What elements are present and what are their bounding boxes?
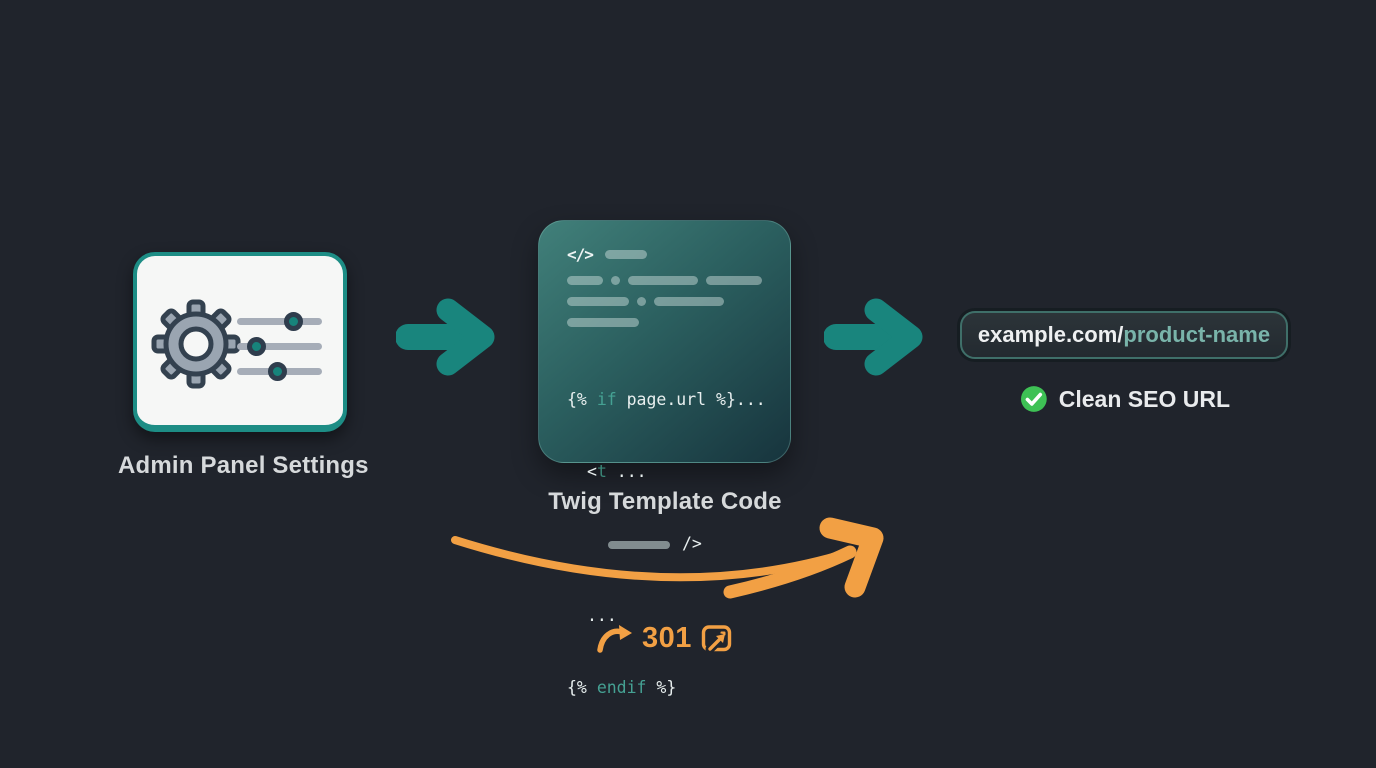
code-line: {% endif %} xyxy=(567,678,677,697)
slider-knob xyxy=(284,312,303,331)
code-skeleton-dot xyxy=(611,276,620,285)
twig-code-snippet: {% if page.url %}... <t ... /> ... {% en… xyxy=(567,340,774,748)
external-window-icon xyxy=(701,624,732,653)
arrow-right-icon xyxy=(396,298,495,376)
code-skeleton-bar xyxy=(608,540,670,549)
code-line: ... xyxy=(587,606,617,625)
check-icon xyxy=(1020,386,1047,412)
code-line: <t ... xyxy=(587,462,647,481)
redirect-arrow-icon xyxy=(597,624,632,653)
twig-code-card: </> {% if page.url %}... <t ... /> xyxy=(538,220,791,697)
url-slug: product-name xyxy=(1123,322,1271,347)
admin-card-label: Admin Panel Settings xyxy=(118,452,369,479)
code-skeleton-bar xyxy=(567,276,603,285)
code-line: {% if page.url %}... xyxy=(567,390,766,409)
code-card-label: Twig Template Code xyxy=(548,488,782,515)
code-skeleton-bar xyxy=(628,276,698,285)
arrow-right-icon xyxy=(824,298,923,376)
code-line: /> xyxy=(567,532,774,556)
gear-icon xyxy=(151,299,241,389)
seo-caption-label: Clean SEO URL xyxy=(1058,385,1230,412)
url-host: example.com/ xyxy=(977,322,1124,347)
slider-knob xyxy=(268,362,287,381)
code-skeleton-bar xyxy=(706,276,762,285)
redirect-301-badge: 301 xyxy=(596,616,746,660)
code-skeleton-dot xyxy=(637,297,646,306)
code-skeleton-bar xyxy=(654,297,724,306)
slider-track xyxy=(237,343,322,350)
redirect-code-label: 301 xyxy=(642,621,692,654)
admin-panel-card xyxy=(133,252,347,432)
redirect-curve-arrow xyxy=(451,517,884,599)
code-skeleton-bar xyxy=(604,250,647,259)
slider-track xyxy=(237,318,322,325)
code-tag-icon: </> xyxy=(567,245,594,264)
slider-knob xyxy=(247,337,266,356)
url-pill: example.com/product-name xyxy=(960,311,1288,359)
seo-caption: Clean SEO URL xyxy=(1020,385,1230,413)
code-skeleton-bar xyxy=(567,318,639,327)
code-skeleton-bar xyxy=(567,297,629,306)
